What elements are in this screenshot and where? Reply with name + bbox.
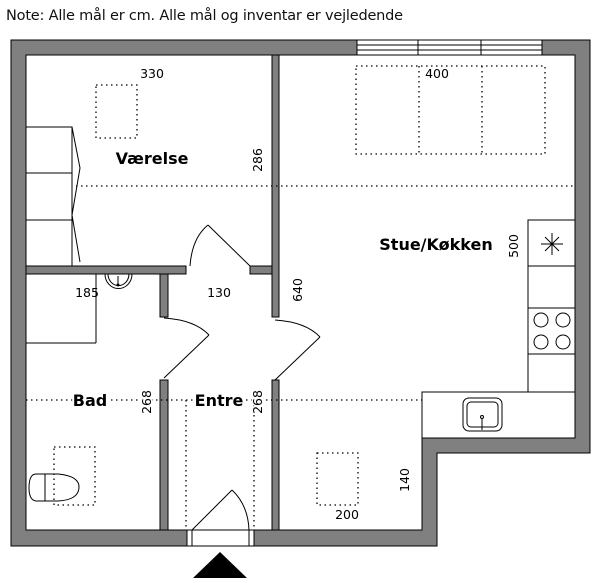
room-label-entre: Entre [195,391,244,410]
table-placeholder [316,452,359,506]
sofa-placeholder [355,65,546,155]
toilet-icon [28,473,80,502]
door-stue[interactable] [274,319,321,381]
hall-depth: 640 [290,278,305,302]
stue-width: 400 [425,66,449,81]
entrance-door[interactable] [186,489,255,547]
light-fixture-placeholder [95,84,138,139]
window [356,39,543,56]
wardrobe [25,126,81,267]
room-label-vaerelse: Værelse [116,149,189,168]
bad-width: 185 [75,285,99,300]
table-width: 200 [335,507,359,522]
entrance-arrow-icon [193,552,247,578]
interior-walls [25,54,280,531]
stove-icon [533,312,571,350]
plan-note: Note: Alle mål er cm. Alle mål og invent… [6,8,403,24]
room-label-stue: Stue/Køkken [379,235,492,254]
door-bad[interactable] [163,317,210,379]
stue-depth: 500 [506,234,521,258]
fridge-icon [541,233,563,255]
vaerelse-width: 330 [140,66,164,81]
bathroom-fixture-placeholder [53,446,96,506]
vaerelse-depth: 286 [250,148,265,172]
kitchen-sink-icon [462,397,503,432]
room-label-bad: Bad [73,391,107,410]
washbasin-icon [104,273,133,289]
shower-area [26,274,97,344]
bad-depth: 268 [139,390,154,414]
entre-depth: 268 [250,390,265,414]
table-depth: 140 [397,468,412,492]
entre-width: 130 [207,285,231,300]
dimension-guides [26,185,575,530]
door-vaerelse[interactable] [189,224,251,267]
